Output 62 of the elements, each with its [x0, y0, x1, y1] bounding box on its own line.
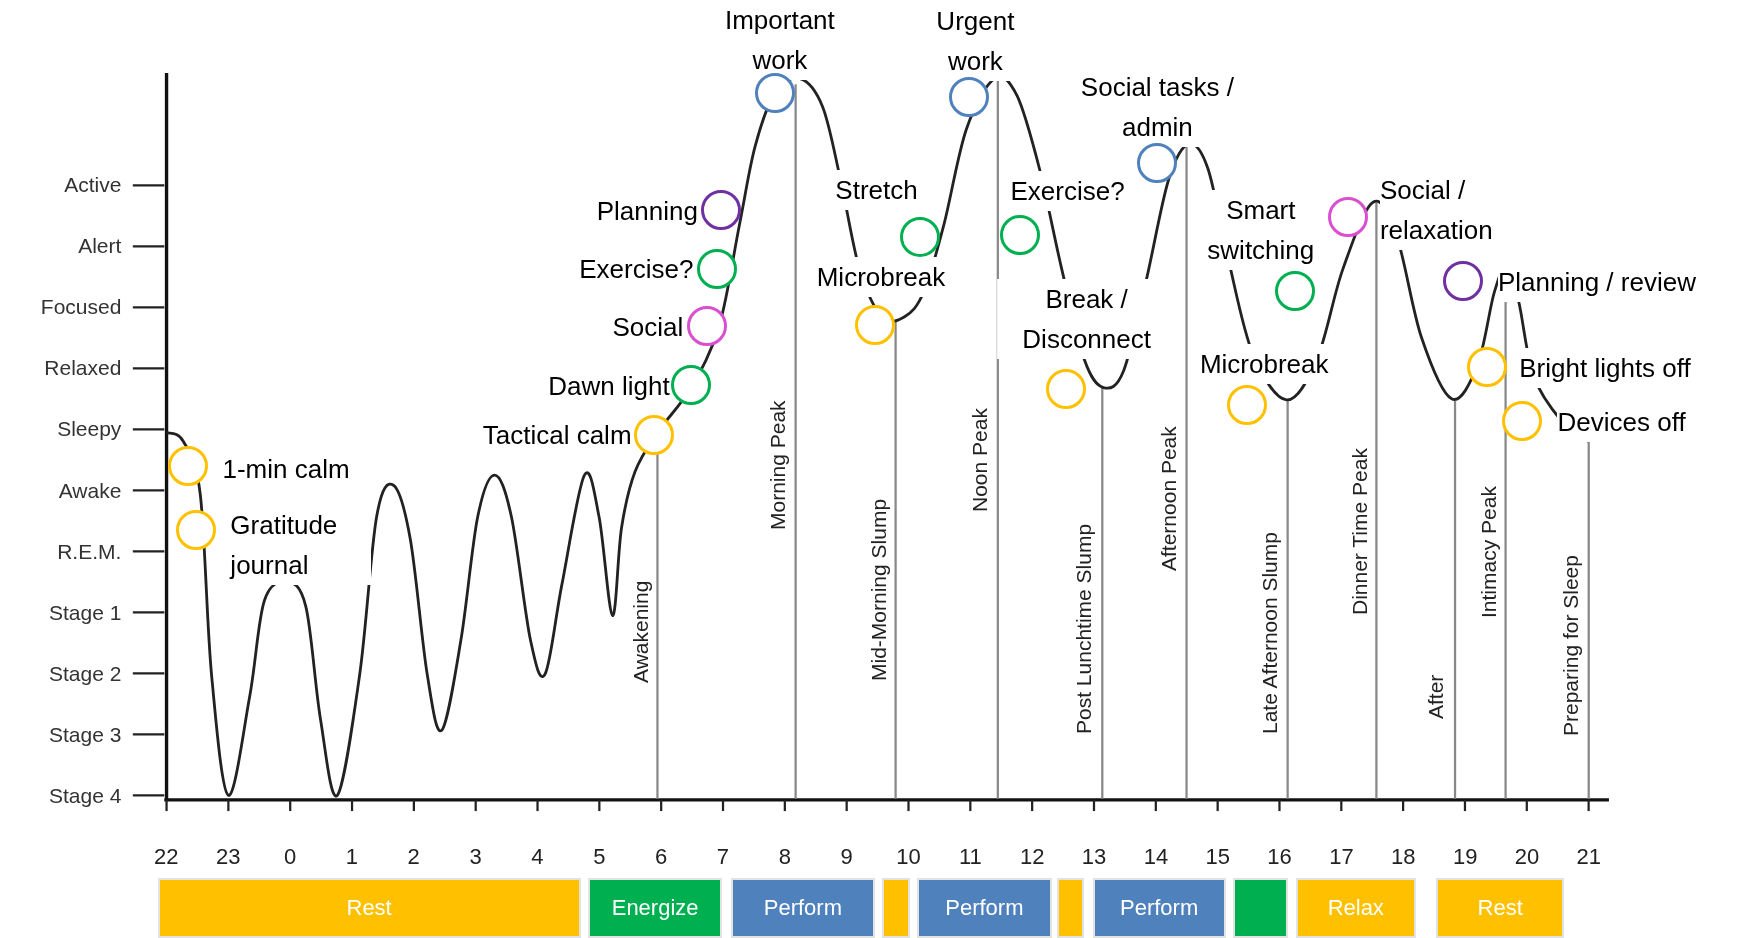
hour-tick-label: 3 — [468, 844, 483, 871]
hour-tick-label: 7 — [715, 844, 731, 871]
phase-bar: Relax — [1297, 879, 1414, 937]
axis-level-label: Active — [64, 173, 122, 198]
hour-tick-label: 20 — [1513, 844, 1541, 871]
axis-level-label: R.E.M. — [57, 539, 122, 564]
peak-label: Awakening — [628, 580, 653, 684]
axis-level-label: Sleepy — [57, 417, 122, 442]
axis-level-label: Relaxed — [44, 356, 122, 381]
hour-tick-label: 5 — [592, 844, 607, 871]
hour-tick-label: 14 — [1142, 844, 1170, 871]
phase-bar — [1234, 879, 1286, 937]
axis-level-label: Awake — [58, 478, 122, 503]
annotation-text: Stretch — [835, 169, 918, 210]
hour-tick-label: 12 — [1018, 844, 1046, 871]
hour-tick-label: 15 — [1204, 844, 1231, 871]
annotation-text: Exercise? — [1010, 170, 1125, 211]
hour-tick-label: 8 — [777, 844, 792, 871]
hour-tick-label: 21 — [1575, 844, 1603, 871]
hour-tick-label: 9 — [839, 844, 854, 871]
peak-label: Dinner Time Peak — [1347, 447, 1372, 615]
phase-bar: Rest — [1438, 879, 1562, 937]
phase-bar: Perform — [732, 879, 874, 937]
hour-tick-label: 19 — [1451, 844, 1479, 871]
peak-label: Afternoon Peak — [1156, 426, 1181, 571]
phase-bar — [884, 879, 908, 937]
peak-label: Noon Peak — [967, 408, 992, 513]
hour-tick-label: 0 — [282, 844, 298, 871]
hour-tick-label: 17 — [1328, 844, 1355, 871]
phase-bar: Energize — [589, 879, 721, 937]
axis-level-label: Alert — [78, 234, 122, 259]
phase-bar: Perform — [919, 879, 1050, 937]
hour-tick-label: 16 — [1266, 844, 1293, 871]
peak-label: Preparing for Sleep — [1558, 555, 1583, 737]
hour-tick-label: 22 — [153, 844, 180, 871]
annotation-text: Bright lights off — [1519, 348, 1691, 389]
hour-tick-label: 10 — [895, 844, 922, 871]
peak-label: Mid-Morning Slump — [866, 498, 891, 681]
phase-bar: Perform — [1094, 879, 1224, 937]
hour-tick-label: 4 — [530, 844, 545, 871]
hour-tick-label: 13 — [1080, 844, 1108, 871]
peak-label: Intimacy Peak — [1476, 486, 1501, 619]
peak-label: Post Lunchtime Slump — [1072, 523, 1097, 734]
hour-tick-label: 1 — [344, 844, 359, 871]
axis-level-label: Focused — [40, 295, 122, 320]
axis-level-label: Stage 3 — [48, 722, 122, 747]
phase-bar — [1058, 879, 1083, 937]
phase-bar: Rest — [159, 879, 579, 937]
axis-level-label: Stage 1 — [48, 600, 122, 625]
hour-tick-label: 11 — [957, 844, 983, 871]
peak-label: After — [1424, 674, 1449, 720]
hour-tick-label: 23 — [214, 844, 242, 871]
hour-tick-label: 6 — [654, 844, 669, 871]
peak-label: Morning Peak — [765, 400, 790, 531]
annotation-text: Planning / review — [1497, 261, 1696, 302]
hour-tick-label: 18 — [1390, 844, 1417, 871]
peak-label: Late Afternoon Slump — [1257, 531, 1282, 734]
annotation-text: Microbreak — [1199, 343, 1329, 384]
axis-level-label: Stage 2 — [48, 661, 122, 686]
annotation-text: Microbreak — [816, 257, 946, 298]
axis-level-label: Stage 4 — [48, 783, 122, 808]
hour-tick-label: 2 — [406, 844, 421, 871]
